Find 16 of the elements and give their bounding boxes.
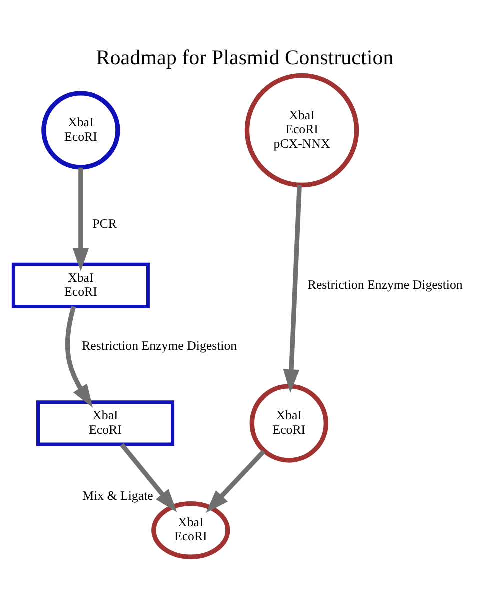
arrow <box>282 185 302 394</box>
node-label: Mix & Ligate <box>82 489 153 504</box>
arrow <box>72 168 89 272</box>
edge-label: PCR <box>92 217 116 232</box>
node-box: XbaI EcoRI <box>36 400 174 446</box>
edge-label: Restriction Enzyme Digestion <box>307 278 462 292</box>
node-ellipse: XbaI EcoRI <box>151 501 230 560</box>
node-circle: XbaI EcoRI <box>41 91 120 170</box>
node-box: XbaI EcoRI <box>11 262 150 308</box>
arrow <box>120 443 177 512</box>
arrow <box>65 306 92 408</box>
diagram-title: Roadmap for Plasmid Construction <box>96 46 394 70</box>
edge-label: Restriction Enzyme Digestion <box>82 338 237 353</box>
node-circle: XbaI EcoRI <box>249 384 328 463</box>
node-circle: XbaI EcoRI pCX-NNX <box>244 73 359 188</box>
arrow <box>206 450 266 514</box>
